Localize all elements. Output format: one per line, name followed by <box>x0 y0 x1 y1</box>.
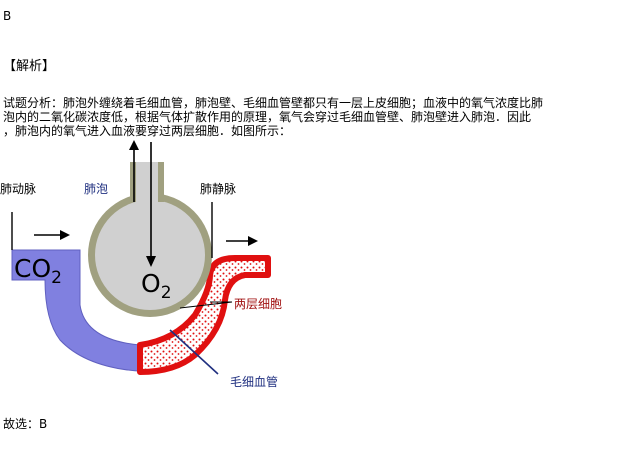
o2-label: O2 <box>141 269 172 303</box>
alveolus-label: 肺泡 <box>84 182 108 196</box>
pulmonary-artery-label: 肺动脉 <box>0 181 36 196</box>
two-layers-pointer-b <box>179 301 233 309</box>
analysis-paragraph: 试题分析：肺泡外缠绕着毛细血管，肺泡壁、毛细血管壁都只有一层上皮细胞；血液中的氧… <box>3 96 630 138</box>
analysis-line-3: ，肺泡内的氧气进入血液要穿过两层细胞．如图所示： <box>3 124 292 138</box>
alveolus-gas-exchange-diagram: 肺动脉 肺泡 肺静脉 CO2 O2 两层细胞 毛细血管 <box>0 140 282 389</box>
artery-flow-arrow-head <box>60 230 70 240</box>
section-heading: 【解析】 <box>3 59 56 74</box>
alveolus-cavity <box>95 200 205 310</box>
capillary-label: 毛细血管 <box>230 374 278 389</box>
conclusion-text: 故选：B <box>3 417 48 431</box>
answer-text: B <box>3 9 12 23</box>
co2-capillary-vessel <box>11 249 161 373</box>
bronchiole-lumen <box>136 162 158 206</box>
analysis-line-2: 泡内的二氧化碳浓度低，根据气体扩散作用的原理，氧气会穿过毛细血管壁、肺泡壁进入肺… <box>3 110 532 124</box>
capillary-pointer <box>169 329 219 375</box>
pulmonary-vein-label: 肺静脉 <box>200 181 236 196</box>
air-arrow-down-head <box>146 256 156 267</box>
analysis-line-1: 试题分析：肺泡外缠绕着毛细血管，肺泡壁、毛细血管壁都只有一层上皮细胞；血液中的氧… <box>3 96 544 110</box>
air-arrow-up-head <box>129 140 139 150</box>
two-layers-label: 两层细胞 <box>234 297 282 311</box>
o2-capillary-vessel <box>137 255 271 375</box>
co2-label: CO2 <box>14 254 62 288</box>
vein-flow-arrow-head <box>248 236 258 246</box>
